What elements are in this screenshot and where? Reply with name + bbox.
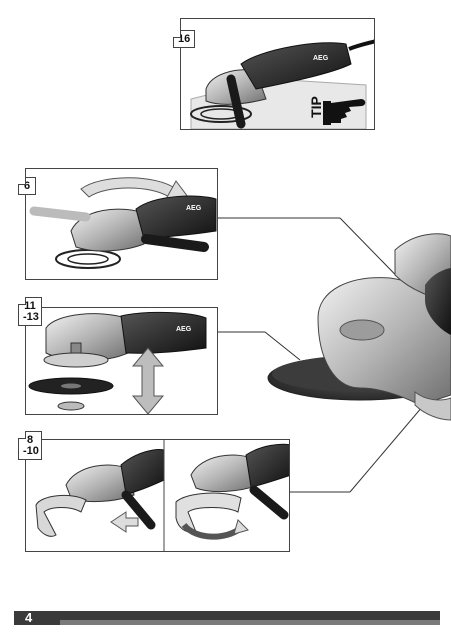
step-11-13-panel: AEG [25,307,218,415]
tip-badge: TIP [308,89,374,129]
step-11-13-label: 11 -13 [18,297,42,326]
step-6-label: 6 [18,177,36,195]
page-number: 4 [25,610,33,625]
footer-bar-accent [60,620,440,625]
step-8-10-panel [25,439,290,552]
tip-label: TIP [308,96,324,118]
step-16-label: 16 [173,30,195,48]
brand-logo: AEG [186,205,202,212]
grinder-guard-rotation-illustration [29,177,217,269]
step-8-10-label: 8 -10 [18,431,42,460]
step-6-panel: AEG [25,168,218,280]
guard-attachment-illustration [35,440,289,551]
step-16-panel: AEG TIP [180,18,375,130]
pointing-hand-icon [323,99,366,125]
disc-mounting-illustration [28,311,207,414]
grinder-in-use-illustration [190,39,374,129]
brand-logo: AEG [176,326,192,333]
brand-logo: AEG [313,55,329,62]
